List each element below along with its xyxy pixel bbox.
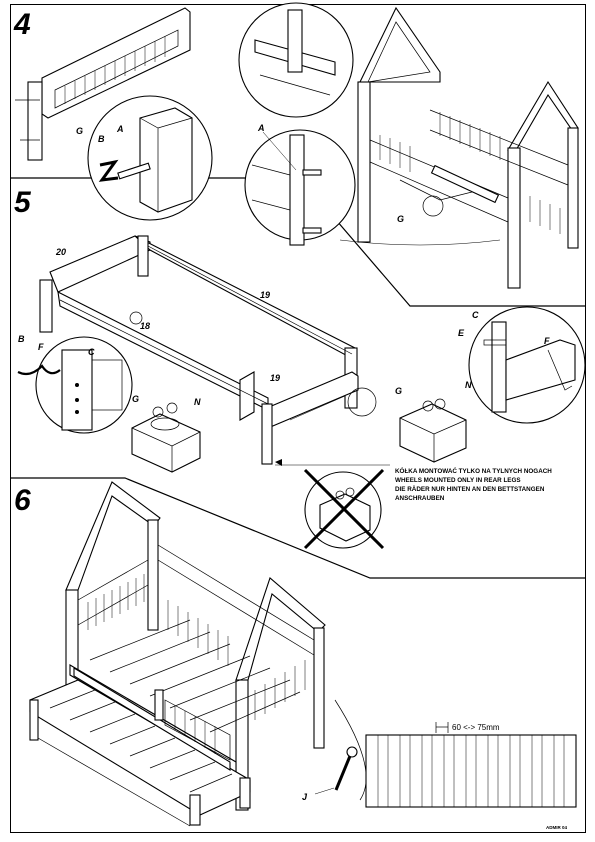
label-g-2: G bbox=[397, 214, 404, 224]
label-19-top: 19 bbox=[260, 290, 270, 300]
step4-detail-bolt: B A G bbox=[76, 95, 213, 221]
label-e: E bbox=[458, 328, 465, 338]
step5-detail-left: B F C bbox=[17, 334, 133, 434]
label-a-2: A bbox=[257, 123, 265, 133]
divider-step5-step6 bbox=[11, 477, 585, 579]
slat-spacing-text: 60 <-> 75mm bbox=[452, 723, 500, 732]
label-c-right: C bbox=[472, 310, 479, 320]
step-6-number: 6 bbox=[14, 484, 31, 517]
step5-wheel-block-right: G N bbox=[347, 380, 472, 463]
step5-frame: 20 19 18 19 bbox=[39, 235, 390, 466]
step6-callout-arc bbox=[334, 699, 367, 801]
label-f-right: F bbox=[544, 336, 550, 346]
step5-detail-right: C E F bbox=[458, 306, 586, 424]
step-6: 6 bbox=[14, 481, 577, 830]
label-b-5: B bbox=[18, 334, 25, 344]
step4-house-bed: G bbox=[339, 6, 579, 289]
label-f: F bbox=[38, 342, 44, 352]
label-g: G bbox=[76, 126, 83, 136]
step4-detail-top bbox=[238, 2, 354, 118]
step-5-number: 5 bbox=[14, 186, 32, 219]
note-line-1: KÓŁKA MONTOWAĆ TYLKO NA TYLNYCH NOGACH bbox=[395, 466, 552, 475]
label-j: J bbox=[302, 792, 308, 802]
label-b: B bbox=[98, 134, 105, 144]
label-g-right: G bbox=[395, 386, 402, 396]
step4-detail-bottom: A bbox=[244, 123, 356, 246]
step-5: 5 20 19 18 19 bbox=[14, 186, 586, 550]
step4-headboard-panel bbox=[15, 7, 191, 161]
label-n: N bbox=[194, 397, 201, 407]
slat-spacing-detail: 60 <-> 75mm bbox=[365, 722, 577, 808]
label-20: 20 bbox=[55, 247, 66, 257]
footer-code: ADMIR 04 bbox=[546, 825, 568, 830]
step6-house-bed bbox=[29, 481, 326, 827]
label-18: 18 bbox=[140, 321, 150, 331]
step-4: 4 B A bbox=[13, 2, 579, 289]
step-4-number: 4 bbox=[13, 8, 31, 41]
wheel-mounting-note: KÓŁKA MONTOWAĆ TYLKO NA TYLNYCH NOGACH W… bbox=[395, 466, 552, 502]
note-line-4: ANSCHRAUBEN bbox=[395, 495, 445, 502]
label-g-5: G bbox=[132, 394, 139, 404]
step6-screw: J bbox=[302, 746, 358, 802]
label-19-bottom: 19 bbox=[270, 373, 280, 383]
note-line-2: WHEELS MOUNTED ONLY IN REAR LEGS bbox=[395, 477, 521, 484]
step5-wheel-block: G N bbox=[129, 311, 201, 473]
label-c: C bbox=[88, 347, 95, 357]
label-a: A bbox=[116, 124, 124, 134]
note-line-3: DIE RÄDER NUR HINTEN AN DEN BETTSTANGEN bbox=[395, 485, 545, 493]
label-n-right: N bbox=[465, 380, 472, 390]
step5-crossed-detail bbox=[303, 468, 385, 550]
